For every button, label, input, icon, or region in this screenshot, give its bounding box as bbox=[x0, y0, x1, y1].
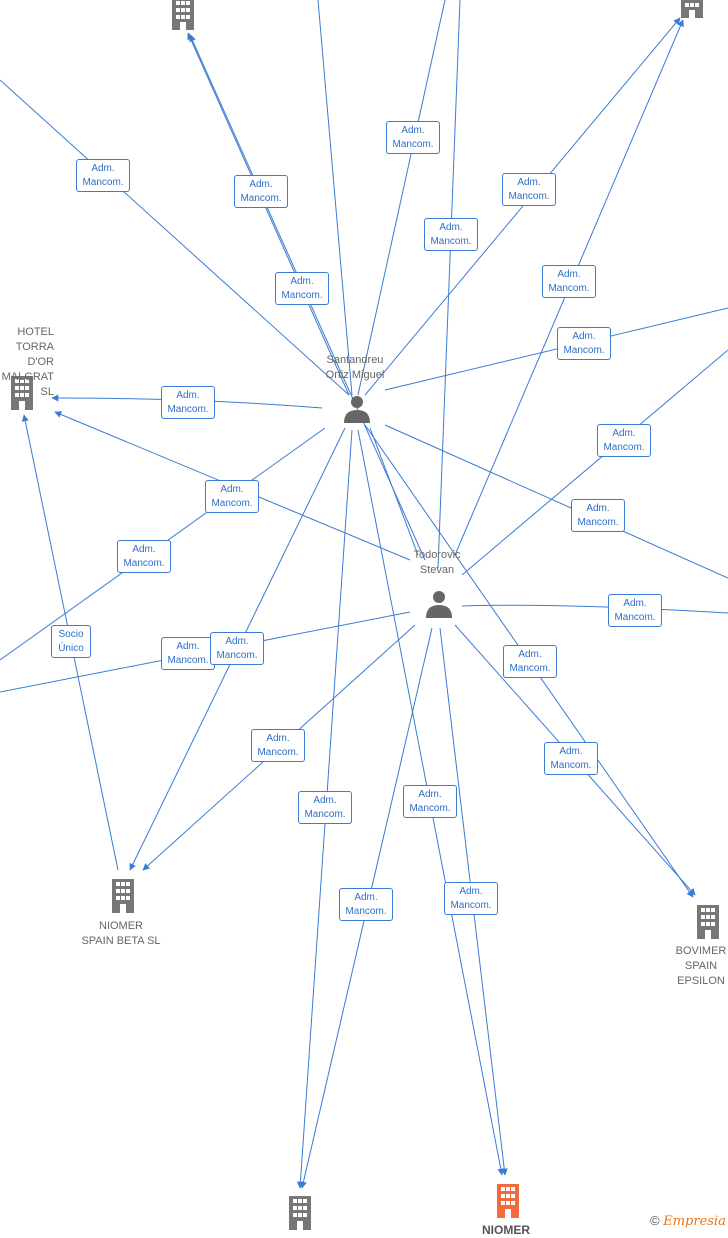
edge-label[interactable]: Adm. Mancom. bbox=[403, 785, 457, 818]
edge-label[interactable]: Adm. Mancom. bbox=[161, 386, 215, 419]
building-icon[interactable] bbox=[693, 905, 723, 939]
edge-label[interactable]: Adm. Mancom. bbox=[117, 540, 171, 573]
main-company-icon[interactable] bbox=[493, 1184, 523, 1218]
edge-label[interactable]: Adm. Mancom. bbox=[339, 888, 393, 921]
company-label-hotel[interactable]: HOTEL TORRA D'OR MALGRAT SL bbox=[1, 326, 54, 398]
edge-label[interactable]: Adm. Mancom. bbox=[275, 272, 329, 305]
edge-line bbox=[357, 0, 446, 396]
edge-line bbox=[0, 79, 350, 396]
building-icon[interactable] bbox=[677, 0, 707, 18]
edge-label[interactable]: Adm. Mancom. bbox=[544, 742, 598, 775]
edge-label[interactable]: Adm. Mancom. bbox=[608, 594, 662, 627]
copyright-icon: © bbox=[650, 1213, 660, 1228]
edge-line bbox=[461, 349, 728, 576]
edge-label[interactable]: Adm. Mancom. bbox=[210, 632, 264, 665]
copyright-watermark: © Empresia bbox=[650, 1213, 726, 1229]
person-icon[interactable] bbox=[342, 393, 372, 423]
company-label-bovimer-epsilon[interactable]: BOVIMER SPAIN EPSILON bbox=[675, 945, 727, 987]
edge-label[interactable]: Adm. Mancom. bbox=[503, 645, 557, 678]
building-icon[interactable] bbox=[108, 879, 138, 913]
edge-line bbox=[317, 0, 353, 396]
edge-line bbox=[187, 32, 350, 396]
person-label-santandreu[interactable]: Santandreu Ortiz Miguel bbox=[325, 354, 385, 381]
company-label-niomer[interactable]: NIOMER bbox=[482, 1223, 530, 1237]
edge-label[interactable]: Adm. Mancom. bbox=[298, 791, 352, 824]
edge-label[interactable]: Adm. Mancom. bbox=[234, 175, 288, 208]
edge-line bbox=[364, 17, 681, 396]
edge-label[interactable]: Adm. Mancom. bbox=[251, 729, 305, 762]
building-icon[interactable] bbox=[7, 376, 37, 410]
company-label-niomer-beta[interactable]: NIOMER SPAIN BETA SL bbox=[81, 920, 161, 947]
edge-label[interactable]: Adm. Mancom. bbox=[597, 424, 651, 457]
edge-label[interactable]: Adm. Mancom. bbox=[205, 480, 259, 513]
edge-line bbox=[461, 604, 728, 614]
edge-line bbox=[384, 307, 728, 391]
brand-logo: Empresia bbox=[663, 1214, 726, 1229]
person-label-todorovic[interactable]: Todorovic Stevan bbox=[413, 549, 461, 576]
person-icon[interactable] bbox=[424, 588, 454, 618]
edge-label[interactable]: Socio Único bbox=[51, 625, 91, 658]
edge-label[interactable]: Adm. Mancom. bbox=[571, 499, 625, 532]
building-icon[interactable] bbox=[285, 1196, 315, 1230]
edge-label[interactable]: Adm. Mancom. bbox=[542, 265, 596, 298]
edge-label[interactable]: Adm. Mancom. bbox=[424, 218, 478, 251]
edge-line bbox=[437, 0, 461, 569]
edge-label[interactable]: Adm. Mancom. bbox=[502, 173, 556, 206]
edge-label[interactable]: Adm. Mancom. bbox=[161, 637, 215, 670]
building-icon[interactable] bbox=[168, 0, 198, 30]
edge-label[interactable]: Adm. Mancom. bbox=[444, 882, 498, 915]
edge-label[interactable]: Adm. Mancom. bbox=[557, 327, 611, 360]
edge-label[interactable]: Adm. Mancom. bbox=[76, 159, 130, 192]
edge-label[interactable]: Adm. Mancom. bbox=[386, 121, 440, 154]
